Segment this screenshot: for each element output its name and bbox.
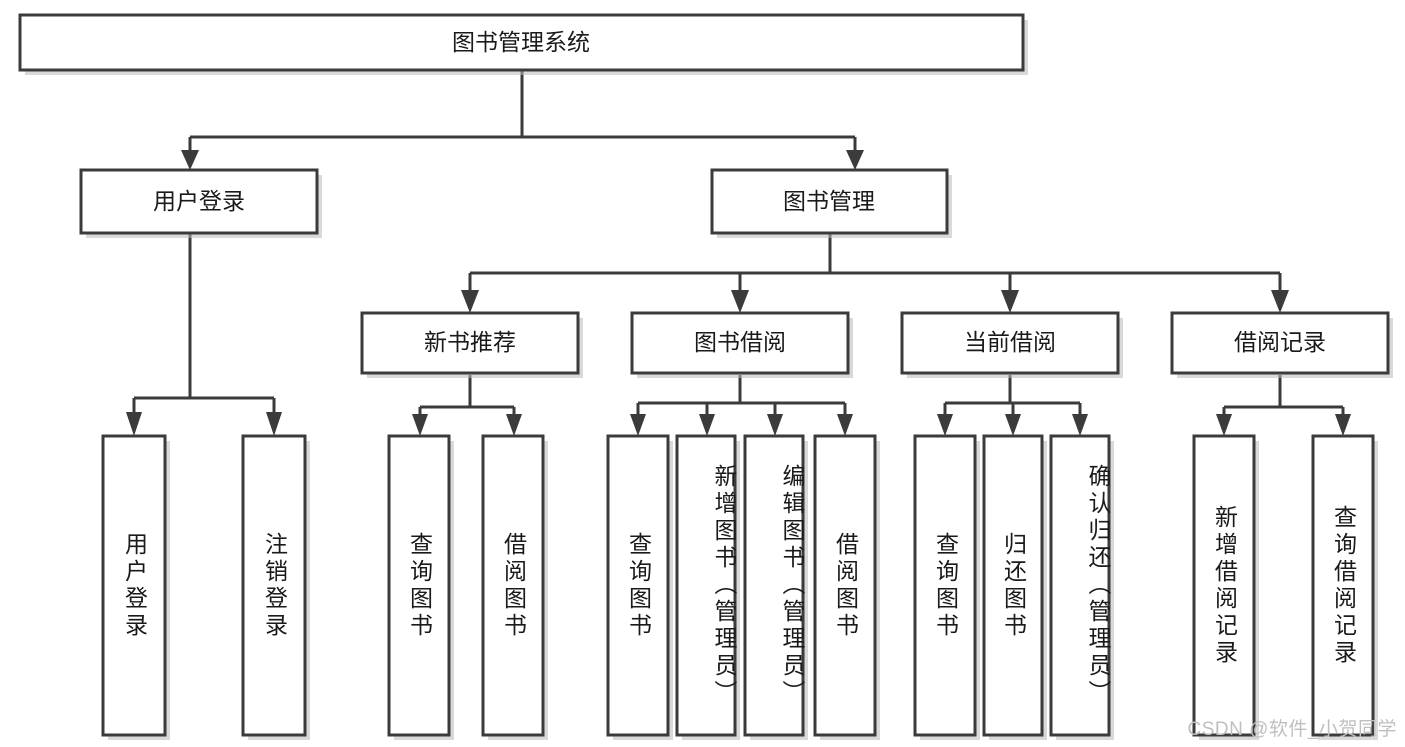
node-book-manage-label: 图书管理	[783, 188, 875, 214]
node-new-book-recommend[interactable]: 新书推荐	[360, 311, 583, 378]
node-new-book-recommend-box[interactable]	[360, 311, 580, 375]
leaf-box-group	[101, 434, 1378, 740]
node-current-borrow-label: 当前借阅	[964, 329, 1056, 355]
node-user-login-label: 用户登录	[153, 188, 245, 214]
leaf-box-confirm-return[interactable]	[1049, 434, 1111, 737]
node-current-borrow[interactable]: 当前借阅	[900, 311, 1123, 378]
arrowhead-leaf-add-borrow-record	[1216, 414, 1232, 436]
leaf-box-borrow-book-2[interactable]	[813, 434, 877, 737]
arrowhead-leaf-edit-book	[767, 414, 783, 436]
arrowhead-current-borrow	[1001, 290, 1019, 313]
leaf-box-add-borrow-record[interactable]	[1192, 434, 1256, 737]
arrowhead-leaf-logout-login	[266, 412, 282, 436]
arrowhead-leaf-user-login	[126, 412, 142, 436]
leaf-box-user-login[interactable]	[101, 434, 167, 737]
leaf-box-borrow-book-1[interactable]	[481, 434, 545, 737]
node-book-manage-box[interactable]	[710, 168, 949, 235]
arrowhead-book-manage	[846, 150, 864, 170]
leaf-box-query-borrow-record[interactable]	[1311, 434, 1375, 737]
node-current-borrow-box[interactable]	[900, 311, 1120, 375]
leaf-box-add-book[interactable]	[675, 434, 737, 737]
node-root[interactable]: 图书管理系统	[18, 13, 1028, 75]
arrowhead-leaf-add-book	[699, 414, 715, 436]
node-root-label: 图书管理系统	[452, 29, 590, 55]
node-book-borrow[interactable]: 图书借阅	[630, 311, 853, 378]
node-new-book-recommend-label: 新书推荐	[424, 329, 516, 355]
arrowhead-leaf-confirm-return	[1072, 414, 1088, 436]
leaf-box-query-book-3[interactable]	[913, 434, 977, 737]
node-root-box[interactable]	[18, 13, 1025, 72]
node-book-manage[interactable]: 图书管理	[710, 168, 952, 238]
node-borrow-record-box[interactable]	[1170, 311, 1390, 375]
node-user-login-box[interactable]	[79, 168, 319, 235]
node-borrow-record[interactable]: 借阅记录	[1170, 311, 1393, 378]
arrowhead-new-book-recommend	[461, 290, 479, 313]
leaf-box-edit-book[interactable]	[743, 434, 805, 737]
leaf-box-return-book[interactable]	[982, 434, 1044, 737]
leaf-box-query-book-1[interactable]	[387, 434, 451, 737]
csdn-watermark: CSDN @软件_小贺同学	[1187, 719, 1397, 740]
arrowhead-borrow-record	[1271, 290, 1289, 313]
arrowhead-user-login	[181, 150, 199, 170]
edge-group	[126, 70, 1351, 436]
arrowhead-leaf-query-book-2	[630, 414, 646, 436]
arrowhead-book-borrow	[731, 290, 749, 313]
arrowhead-leaf-return-book	[1005, 414, 1021, 436]
arrowhead-leaf-borrow-book-2	[837, 414, 853, 436]
node-borrow-record-label: 借阅记录	[1234, 329, 1326, 355]
arrowhead-leaf-query-borrow-record	[1335, 414, 1351, 436]
node-user-login[interactable]: 用户登录	[79, 168, 322, 238]
arrowhead-leaf-borrow-book-1	[506, 414, 522, 436]
leaf-box-logout-login[interactable]	[241, 434, 307, 737]
arrowhead-leaf-query-book-1	[412, 414, 428, 436]
node-book-borrow-box[interactable]	[630, 311, 850, 375]
node-book-borrow-label: 图书借阅	[694, 329, 786, 355]
leaf-box-query-book-2[interactable]	[606, 434, 670, 737]
arrowhead-leaf-query-book-3	[937, 414, 953, 436]
